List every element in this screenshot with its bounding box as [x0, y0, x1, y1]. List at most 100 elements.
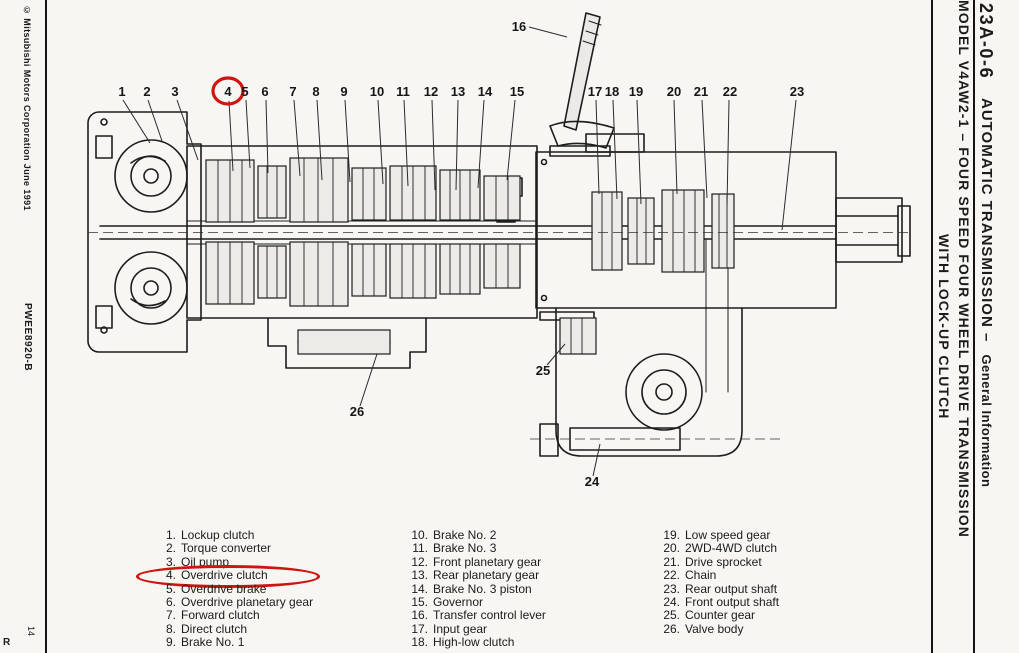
legend-item-name: Front planetary gear [433, 554, 542, 569]
highlight-circle-callout-4 [211, 76, 245, 106]
legend-item-number: 25. [663, 608, 680, 623]
callout-number-18: 18 [605, 84, 619, 99]
legend-item-26: 26. Valve body [654, 621, 744, 636]
callout-number-15: 15 [510, 84, 524, 99]
legend-item-name: Chain [685, 568, 717, 583]
callout-number-12: 12 [424, 84, 438, 99]
legend-item-name: Brake No. 1 [181, 635, 245, 650]
callout-number-5: 5 [241, 84, 248, 99]
legend-item-12: 12. Front planetary gear [402, 554, 542, 569]
center-axes [88, 232, 908, 440]
leader-line-7 [293, 99, 301, 177]
leader-line-12 [431, 99, 436, 191]
legend-item-number: 13. [411, 568, 428, 583]
legend-item-6: 6.Overdrive planetary gear [150, 595, 314, 610]
clutch-gear-packs [205, 157, 735, 355]
callout-number-19: 19 [629, 84, 643, 99]
model-title-line-1: MODEL V4AW2-1 – FOUR SPEED FOUR WHEEL DR… [956, 0, 972, 538]
model-title-line-2: WITH LOCK-UP CLUTCH [936, 233, 952, 420]
legend-item-number: 10. [411, 528, 428, 542]
callout-number-8: 8 [312, 84, 319, 99]
corner-mark-r: R [3, 637, 11, 648]
leader-line-24 [592, 443, 601, 477]
legend-item-name: Counter gear [685, 608, 756, 623]
legend-item-3: 3.Oil pump [150, 554, 229, 569]
leader-line-17 [595, 99, 600, 195]
leader-line-25 [546, 343, 566, 366]
legend-item-8: 8.Direct clutch [150, 622, 247, 636]
legend-item-number: 16. [411, 608, 428, 623]
legend-item-number: 15. [411, 595, 428, 610]
left-margin-rule [45, 0, 47, 653]
callout-number-2: 2 [143, 84, 150, 99]
leader-line-18 [612, 99, 618, 200]
legend-item-19: 19.Low speed gear [654, 528, 770, 542]
callout-number-7: 7 [289, 84, 296, 99]
legend-item-number: 12. [411, 554, 428, 569]
section-title-column: 23A-0-6 AUTOMATIC TRANSMISSION – General… [973, 0, 1019, 653]
section-title-text: 23A-0-6 AUTOMATIC TRANSMISSION – General… [975, 3, 996, 653]
legend-item-number: 26. [663, 621, 680, 636]
callout-number-23: 23 [790, 84, 804, 99]
callout-number-4: 4 [224, 84, 232, 99]
legend-item-name: Overdrive planetary gear [181, 595, 314, 610]
corner-mark-14: 14 [26, 626, 36, 637]
leader-line-1 [122, 99, 151, 144]
legend-item-number: 9. [165, 635, 176, 650]
leader-line-5 [245, 99, 251, 169]
legend-item-name: Valve body [685, 621, 744, 636]
legend-item-name: Lockup clutch [181, 528, 255, 542]
legend-item-10: 10. Brake No. 2 [402, 528, 497, 542]
callout-number-16: 16 [512, 19, 526, 34]
legend-item-number: 5. [165, 581, 176, 596]
legend-item-name: Transfer control lever [433, 608, 546, 623]
legend-item-number: 24. [663, 595, 680, 610]
leader-line-19 [636, 99, 642, 205]
legend-item-name: Overdrive brake [181, 581, 267, 596]
legend-item-2: 2.Torque converter [150, 541, 271, 556]
leader-line-10 [377, 99, 384, 185]
leader-line-16 [528, 26, 568, 38]
legend-item-20: 20.2WD-4WD clutch [654, 541, 777, 555]
legend-item-number: 22. [663, 568, 680, 583]
callout-number-10: 10 [370, 84, 384, 99]
callout-number-13: 13 [451, 84, 465, 99]
legend-item-name: Brake No. 3 [433, 541, 497, 556]
legend-item-number: 3. [165, 554, 176, 569]
leader-line-15 [506, 99, 516, 181]
legend-item-7: 7.Forward clutch [150, 608, 260, 623]
legend-item-number: 2. [165, 541, 176, 556]
legend-item-number: 1. [165, 528, 176, 542]
model-title-text: MODEL V4AW2-1 – FOUR SPEED FOUR WHEEL DR… [934, 0, 974, 653]
callout-number-11: 11 [396, 84, 410, 99]
legend-item-25: 25. Counter gear [654, 608, 756, 623]
legend-item-name: Brake No. 2 [433, 528, 497, 542]
legend-item-24: 24.Front output shaft [654, 595, 779, 610]
callout-number-1: 1 [118, 84, 125, 99]
leader-line-20 [673, 99, 678, 195]
legend-item-number: 21. [663, 554, 680, 569]
leader-line-23 [781, 99, 797, 231]
legend-item-number: 14. [411, 581, 428, 596]
legend-item-number: 23. [663, 581, 680, 596]
legend-item-15: 15.Governor [402, 595, 483, 610]
legend-item-22: 22. Chain [654, 568, 717, 583]
leader-line-4 [228, 100, 234, 172]
legend-item-name: High-low clutch [433, 635, 515, 650]
callout-number-9: 9 [340, 84, 347, 99]
callout-number-14: 14 [478, 84, 493, 99]
leader-line-13 [455, 99, 459, 191]
legend-item-number: 18. [411, 635, 428, 650]
legend-item-number: 7. [165, 608, 176, 623]
callout-number-24: 24 [585, 474, 600, 489]
leader-line-14 [477, 99, 485, 189]
legend-item-17: 17.Input gear [402, 622, 487, 636]
right-margin: MODEL V4AW2-1 – FOUR SPEED FOUR WHEEL DR… [931, 0, 1019, 653]
legend-item-name: Overdrive clutch [181, 568, 268, 583]
legend-item-name: Rear planetary gear [433, 568, 540, 583]
